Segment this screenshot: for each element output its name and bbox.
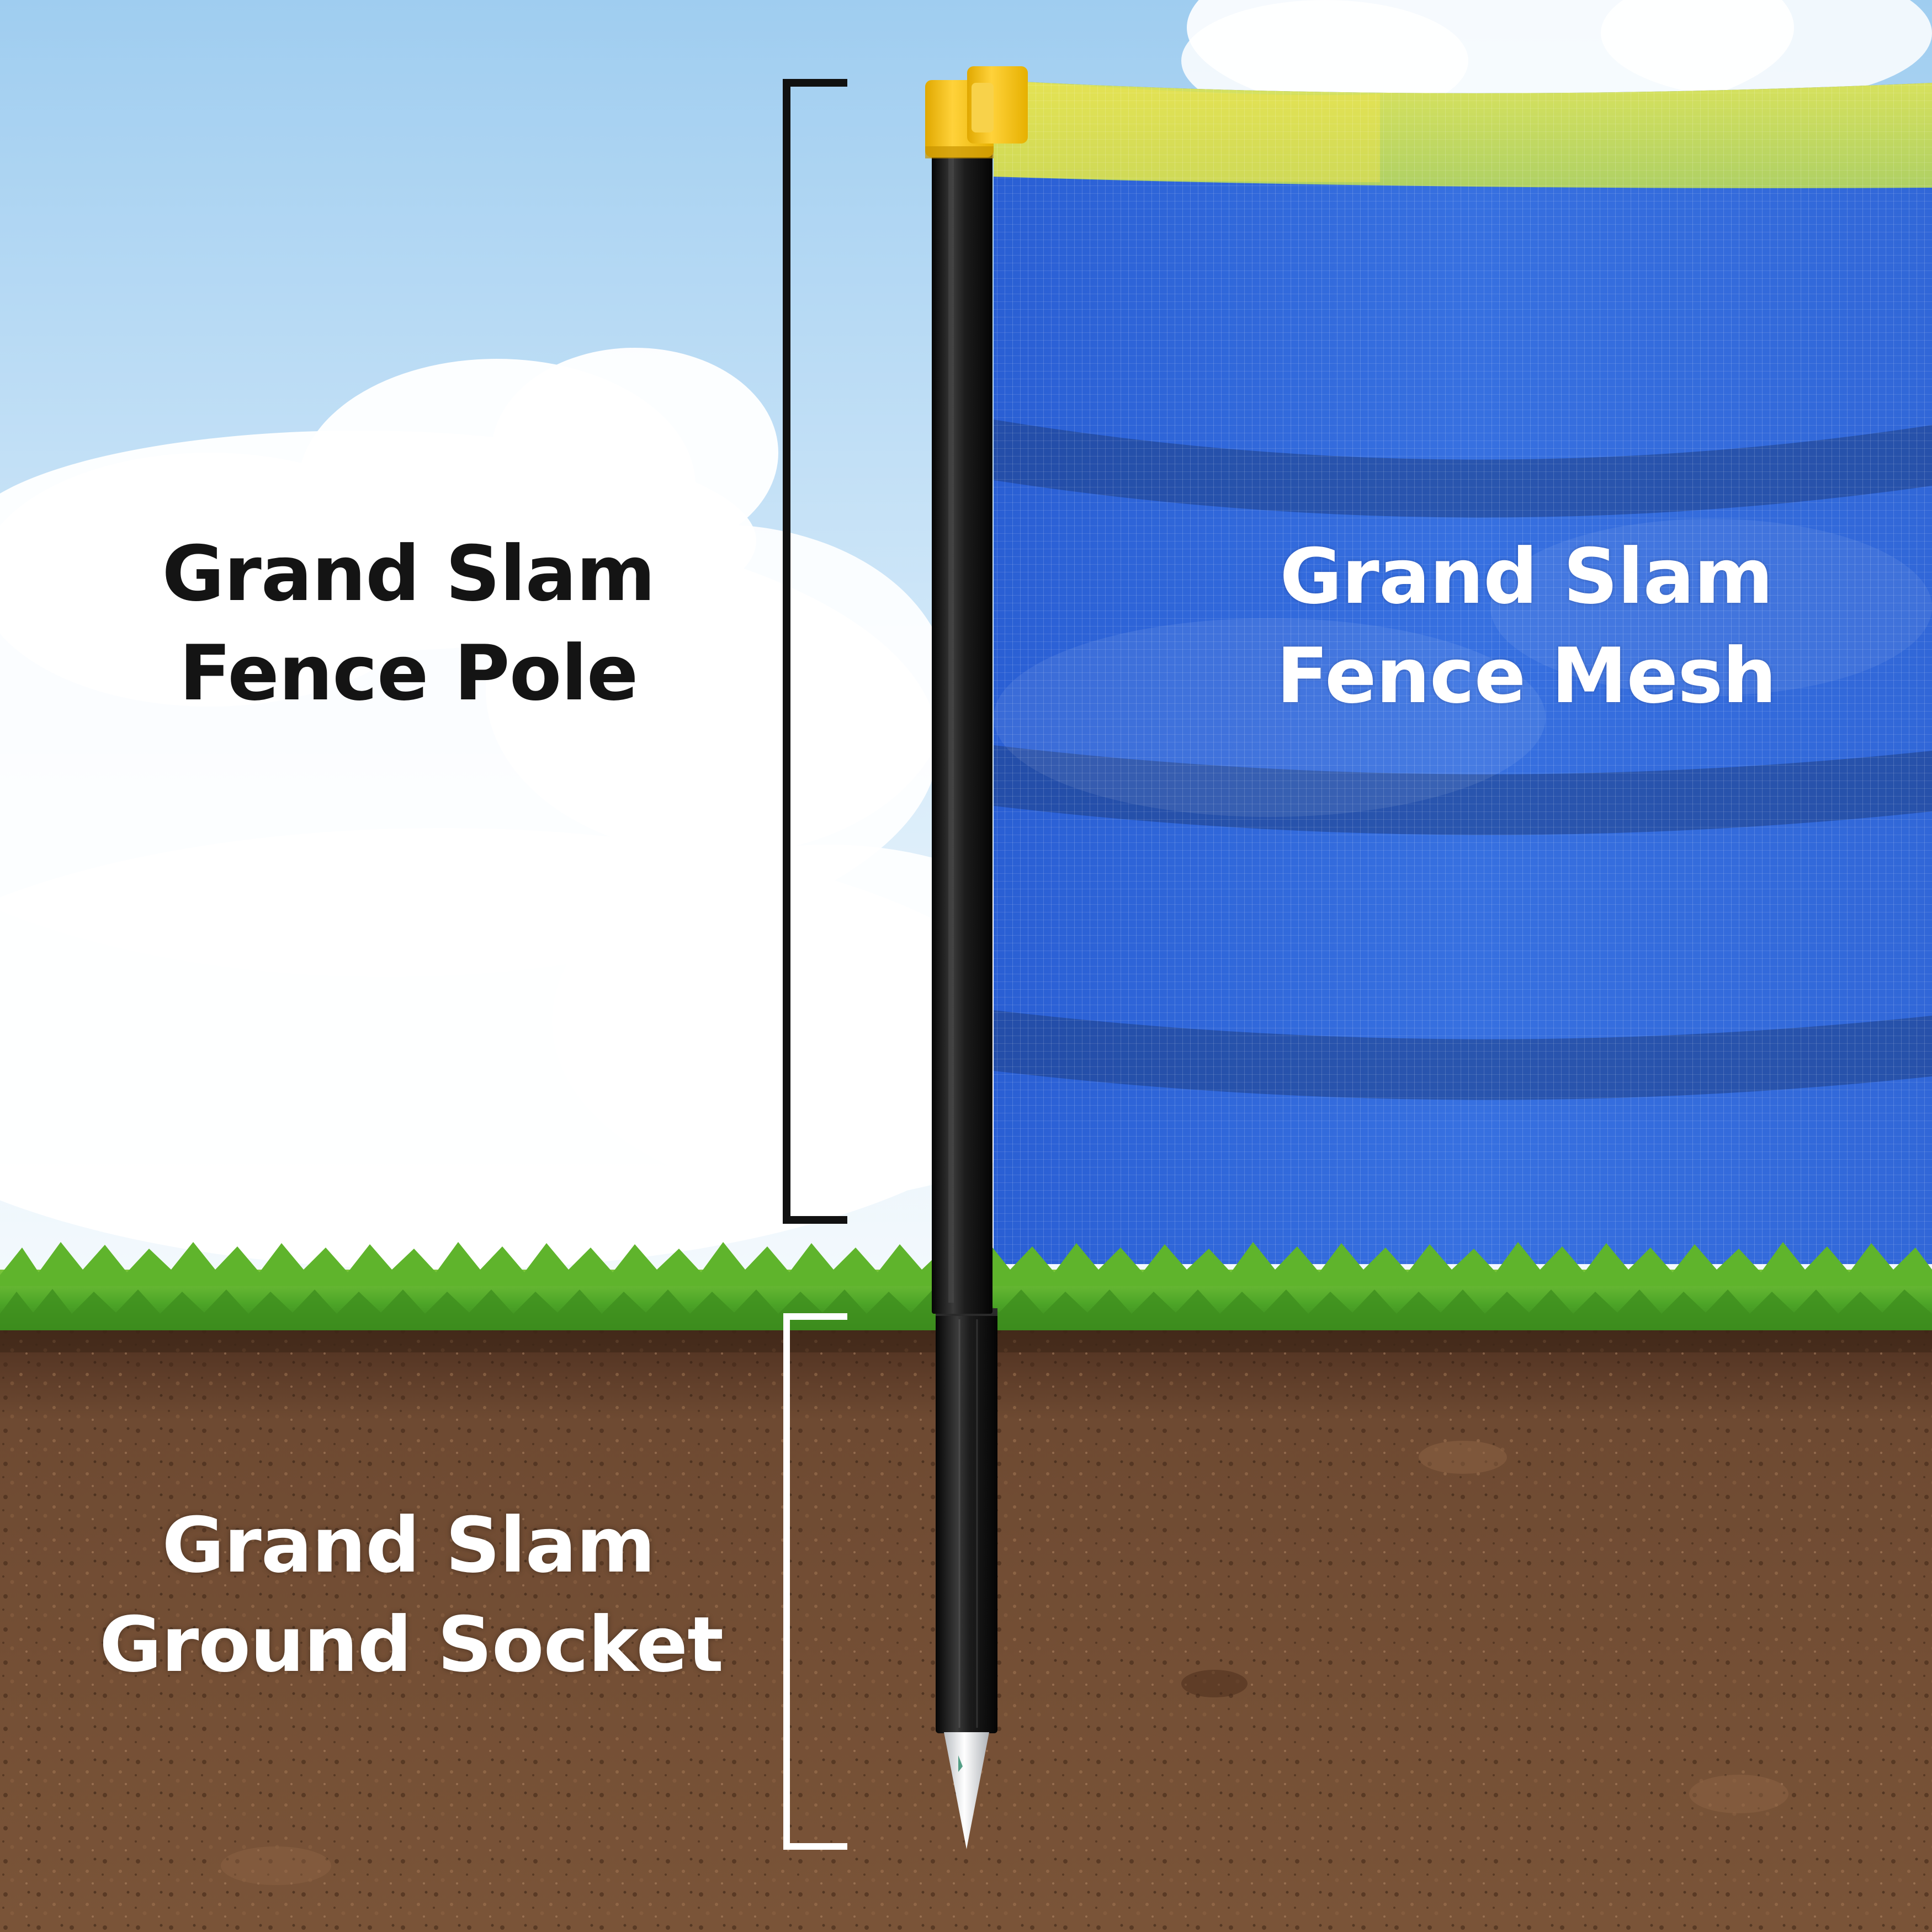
ground-socket-label: Grand Slam Ground Socket <box>99 1496 724 1695</box>
fence-mesh <box>994 80 1932 1264</box>
pole-bracket <box>783 79 847 1224</box>
fence-pole-label-line2: Fence Pole <box>179 629 639 718</box>
fence-pole <box>925 66 1028 1314</box>
fence-mesh-label: Grand Slam Fence Mesh <box>1214 527 1838 726</box>
socket-bracket <box>783 1313 847 1850</box>
fence-mesh-label-line1: Grand Slam <box>1280 532 1773 621</box>
fence-pole-label-line1: Grand Slam <box>162 529 655 618</box>
pole-cap <box>925 66 1028 158</box>
ground-socket-label-line2: Ground Socket <box>99 1600 724 1689</box>
socket-spike <box>944 1732 989 1849</box>
ground-socket-label-line1: Grand Slam <box>162 1501 655 1590</box>
fence-pole-label: Grand Slam Fence Pole <box>99 524 718 723</box>
fence-mesh-label-line2: Fence Mesh <box>1276 631 1776 720</box>
ground-socket <box>936 1308 997 1849</box>
